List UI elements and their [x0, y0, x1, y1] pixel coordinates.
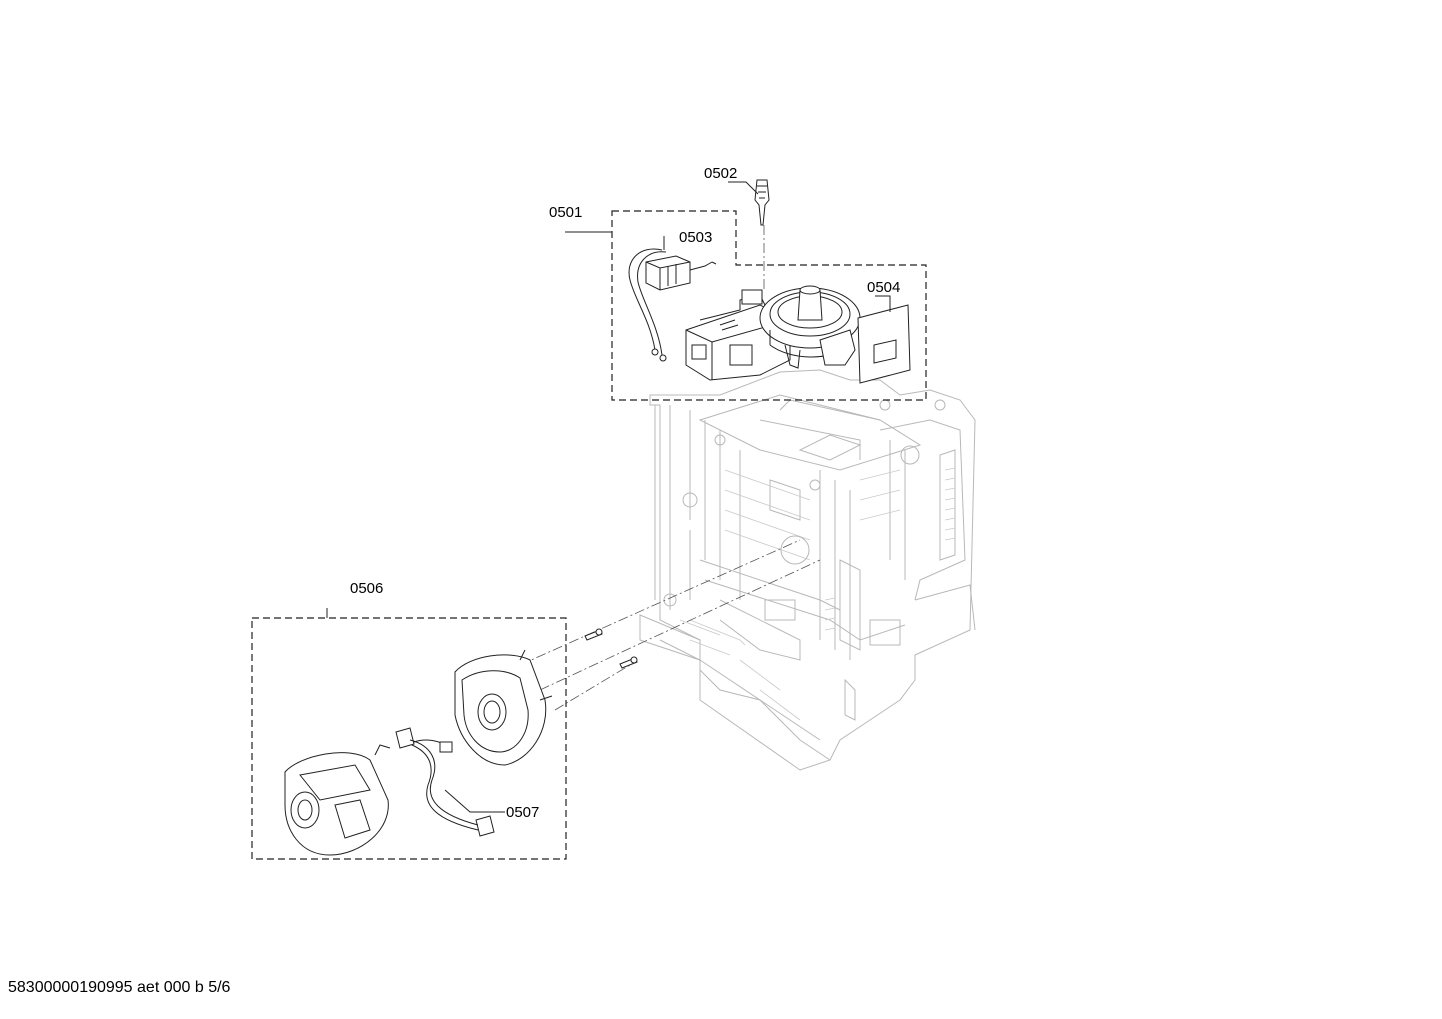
part-0507-harness	[395, 727, 495, 837]
part-0503-sensor	[628, 248, 717, 362]
label-0502: 0502	[704, 165, 737, 182]
drive-unit-assembly	[685, 285, 861, 381]
label-0501: 0501	[549, 204, 582, 221]
label-0506: 0506	[350, 580, 383, 597]
part-0504-plate	[857, 304, 911, 384]
chassis-frame	[639, 369, 976, 771]
screws	[584, 628, 638, 669]
part-0502-pin	[754, 179, 770, 226]
document-footer: 58300000190995 aet 000 b 5/6	[8, 979, 231, 996]
part-0506-housing	[284, 649, 553, 856]
label-0507: 0507	[506, 804, 539, 821]
label-0503: 0503	[679, 229, 712, 246]
group-0506-outline	[251, 617, 567, 860]
label-0504: 0504	[867, 279, 900, 296]
group-0501-outline	[611, 210, 927, 401]
assembly-axis-lines	[519, 225, 821, 711]
leader-lines	[326, 181, 891, 813]
